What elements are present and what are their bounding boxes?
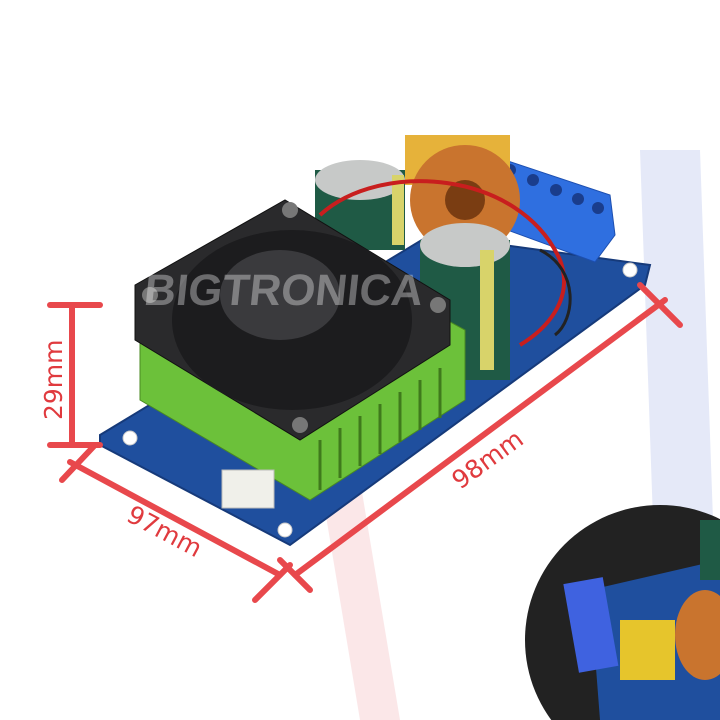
watermark-text: BIGTRONICA: [142, 266, 426, 315]
inset-detail-photo: [525, 505, 720, 720]
width-dimension-label: 97mm: [122, 500, 207, 563]
dimension-lines: [47, 282, 683, 603]
jst-connector: [221, 469, 275, 509]
cooling-fan: [134, 199, 451, 441]
height-dimension-label: 29mm: [39, 339, 68, 420]
red-wire: [318, 179, 567, 347]
inductor: [405, 135, 520, 255]
